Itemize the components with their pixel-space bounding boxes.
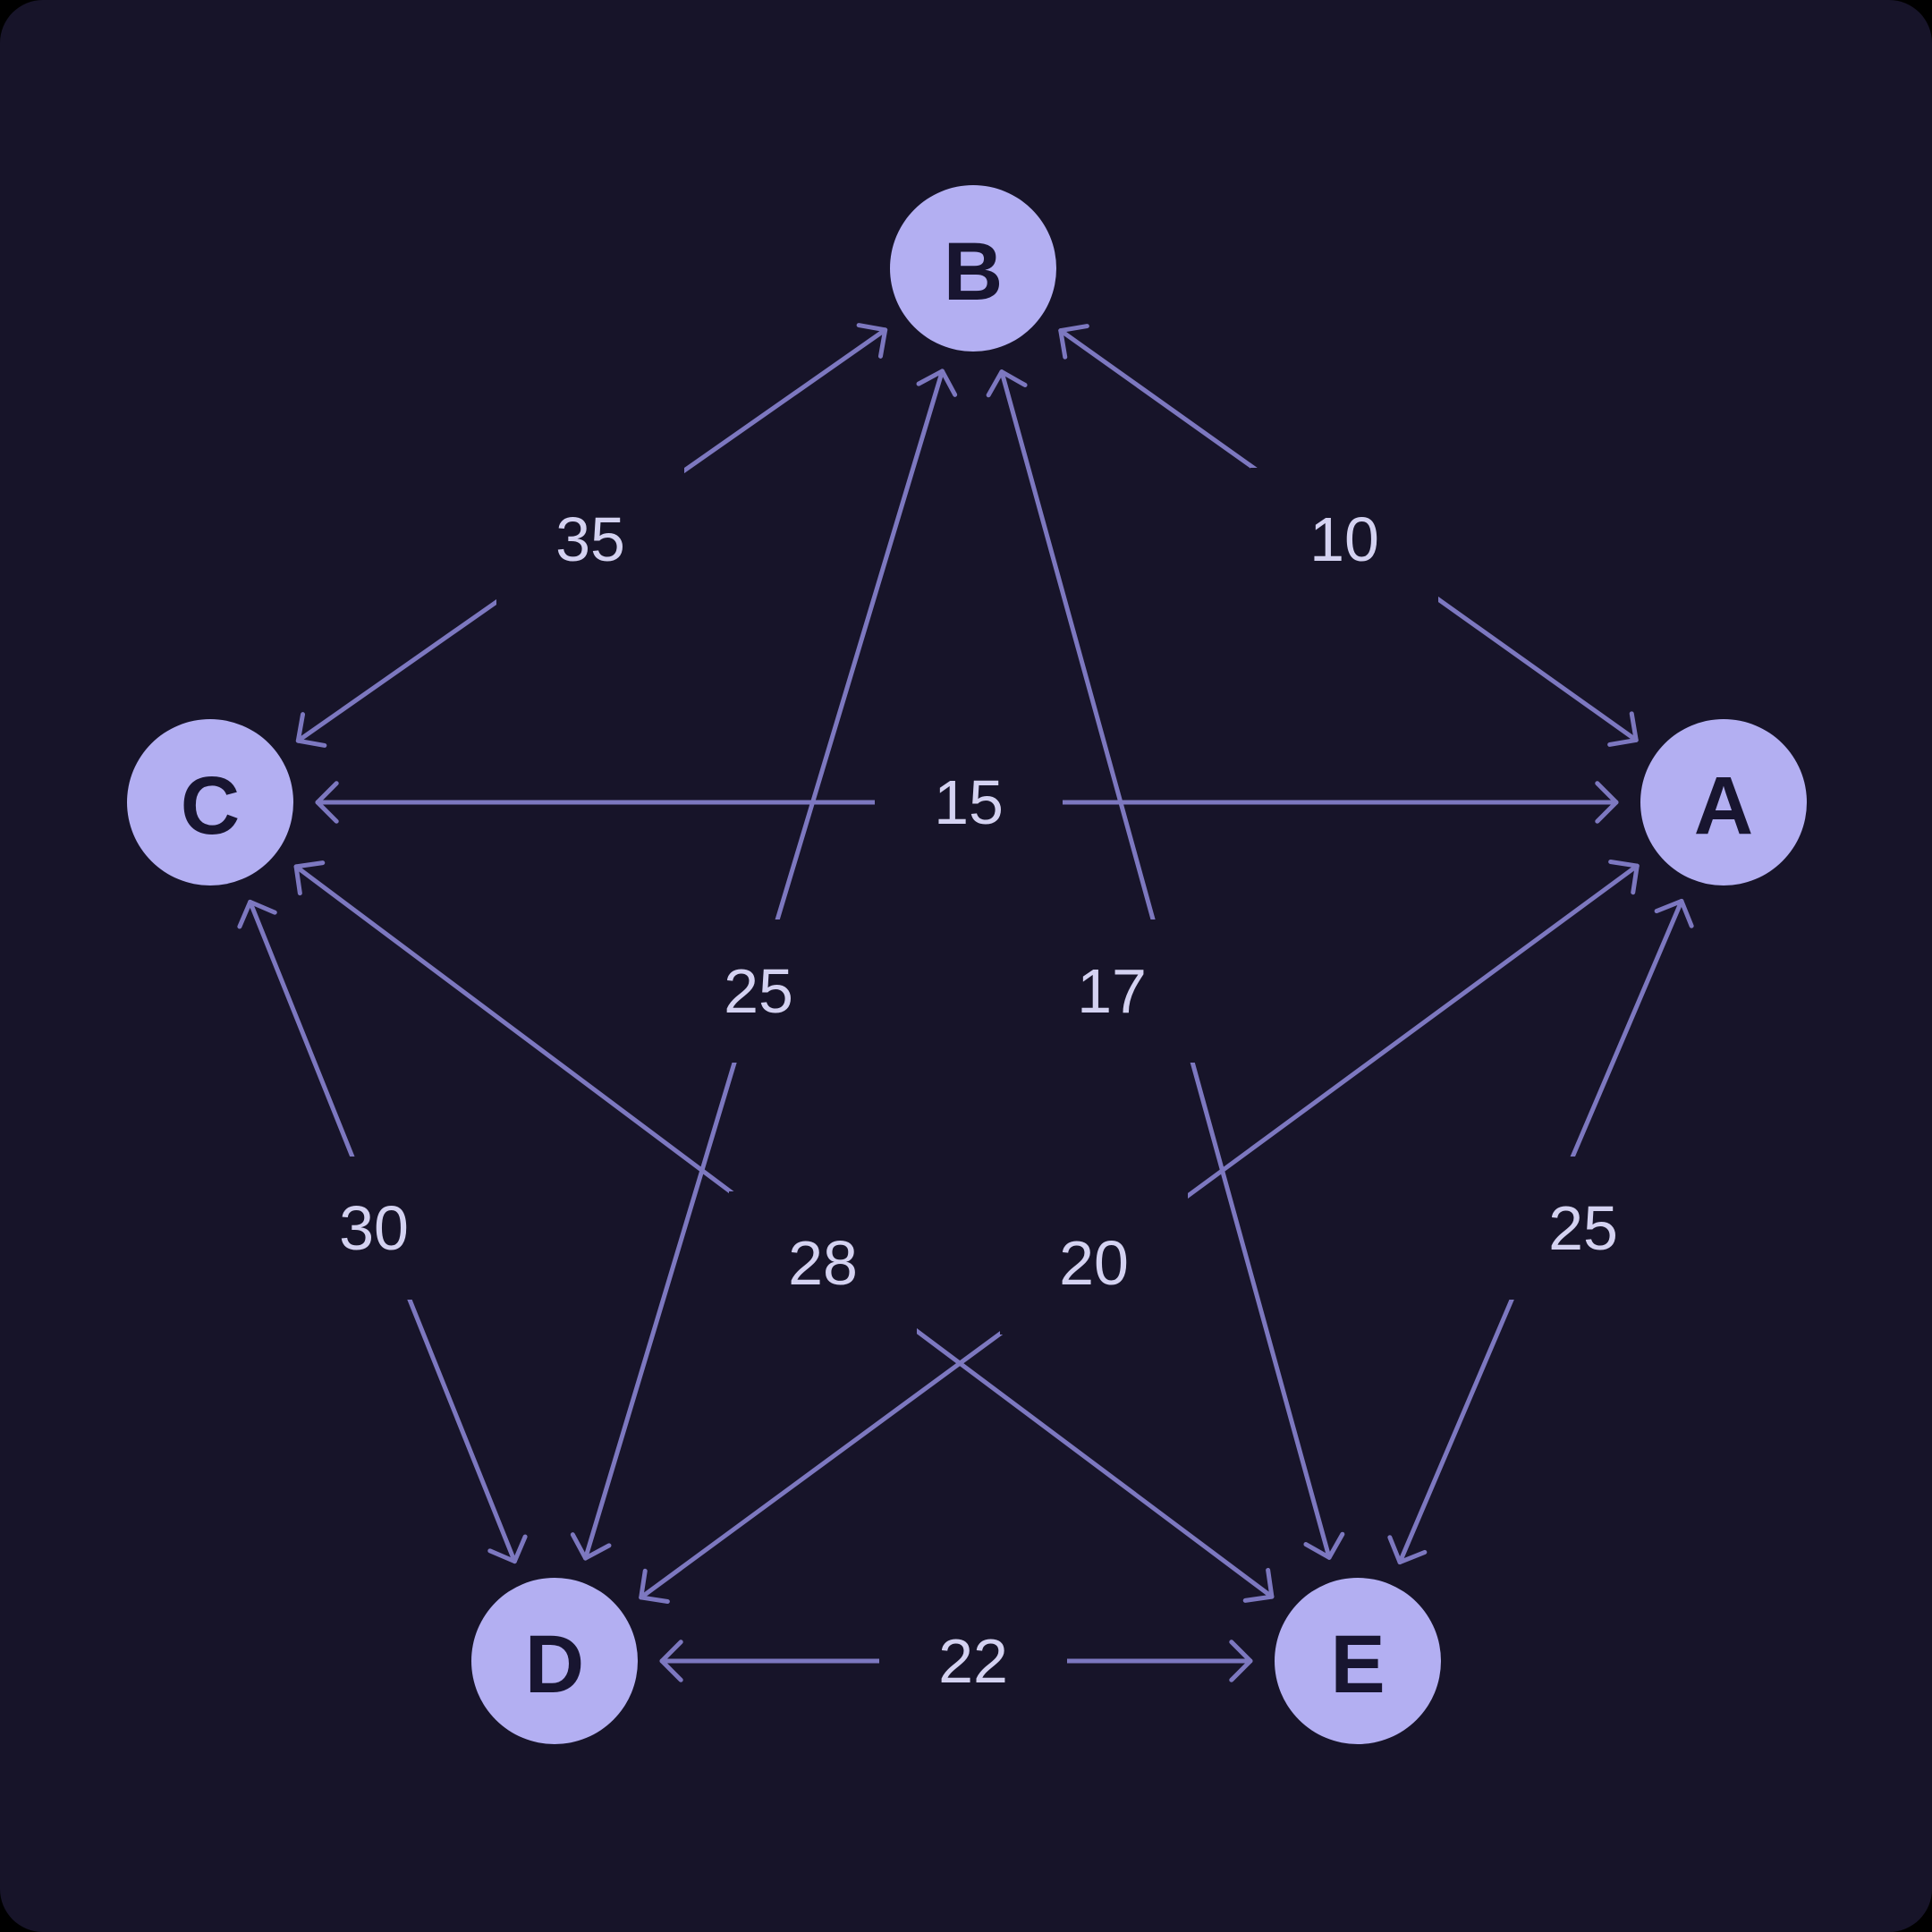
arrowhead-into-B-icon <box>986 369 1028 398</box>
node-label-E: E <box>1330 1619 1385 1710</box>
arrowhead-into-E-icon <box>1229 1640 1253 1682</box>
edge-label-mask <box>496 468 684 611</box>
arrowhead-into-D-icon <box>639 1568 670 1605</box>
edge-label-mask <box>1250 468 1438 611</box>
edge-label-mask <box>280 1157 468 1300</box>
edge-label-mask <box>729 1191 917 1335</box>
edge-label-mask <box>1018 919 1206 1063</box>
arrowhead-into-D-icon <box>659 1640 683 1682</box>
edge-label-mask <box>875 731 1063 874</box>
edge-label-mask <box>1000 1191 1188 1335</box>
node-circle-C[interactable] <box>127 719 293 886</box>
arrowhead-into-E-icon <box>1303 1531 1345 1560</box>
node-C[interactable]: C <box>127 719 293 886</box>
node-label-A: A <box>1694 760 1753 852</box>
edge-label-mask <box>665 919 852 1063</box>
edge-weight-C-B: 35 <box>555 504 625 574</box>
node-circle-E[interactable] <box>1275 1578 1441 1744</box>
edge-weight-E-B: 17 <box>1077 956 1147 1026</box>
node-label-B: B <box>944 226 1003 318</box>
edge-labels-layer: 35 10 15 25 17 30 28 20 25 22 <box>339 504 1618 1696</box>
nodes-layer: B C A D E <box>127 185 1807 1744</box>
edge-weight-A-C: 15 <box>934 767 1004 837</box>
arrowhead-into-B-icon <box>916 369 958 397</box>
node-D[interactable]: D <box>471 1578 638 1744</box>
edge-weight-D-A: 20 <box>1059 1228 1129 1298</box>
node-E[interactable]: E <box>1275 1578 1441 1744</box>
arrowhead-into-E-icon <box>1242 1567 1275 1603</box>
arrowhead-into-C-icon <box>315 781 339 824</box>
arrowhead-into-E-icon <box>1387 1535 1428 1565</box>
edge-weight-D-E: 22 <box>938 1626 1008 1696</box>
arrowhead-into-B-icon <box>856 323 888 359</box>
edge-weight-E-C: 28 <box>788 1228 858 1298</box>
arrowhead-into-C-icon <box>293 860 326 896</box>
arrowhead-into-C-icon <box>237 899 277 929</box>
node-circle-A[interactable] <box>1640 719 1807 886</box>
arrowhead-into-A-icon <box>1608 859 1640 895</box>
node-B[interactable]: B <box>890 185 1056 352</box>
arrowhead-into-C-icon <box>295 712 327 748</box>
node-A[interactable]: A <box>1640 719 1807 886</box>
arrowhead-into-D-icon <box>487 1534 528 1564</box>
edge-weight-A-B: 10 <box>1309 504 1379 574</box>
arrowhead-into-A-icon <box>1607 711 1639 747</box>
edge-label-mask <box>1489 1157 1677 1300</box>
node-label-D: D <box>525 1619 584 1710</box>
label-masks-layer <box>280 468 1677 1733</box>
edge-weight-D-B: 25 <box>724 956 793 1026</box>
node-label-C: C <box>181 760 240 852</box>
node-circle-B[interactable] <box>890 185 1056 352</box>
edge-label-mask <box>879 1589 1067 1733</box>
arrowhead-into-B-icon <box>1058 324 1089 360</box>
node-circle-D[interactable] <box>471 1578 638 1744</box>
edge-weight-E-A: 25 <box>1548 1193 1618 1263</box>
arrowhead-into-D-icon <box>570 1532 612 1561</box>
edge-weight-D-C: 30 <box>339 1193 409 1263</box>
arrowhead-into-A-icon <box>1654 898 1694 928</box>
arrowhead-into-A-icon <box>1595 781 1619 824</box>
